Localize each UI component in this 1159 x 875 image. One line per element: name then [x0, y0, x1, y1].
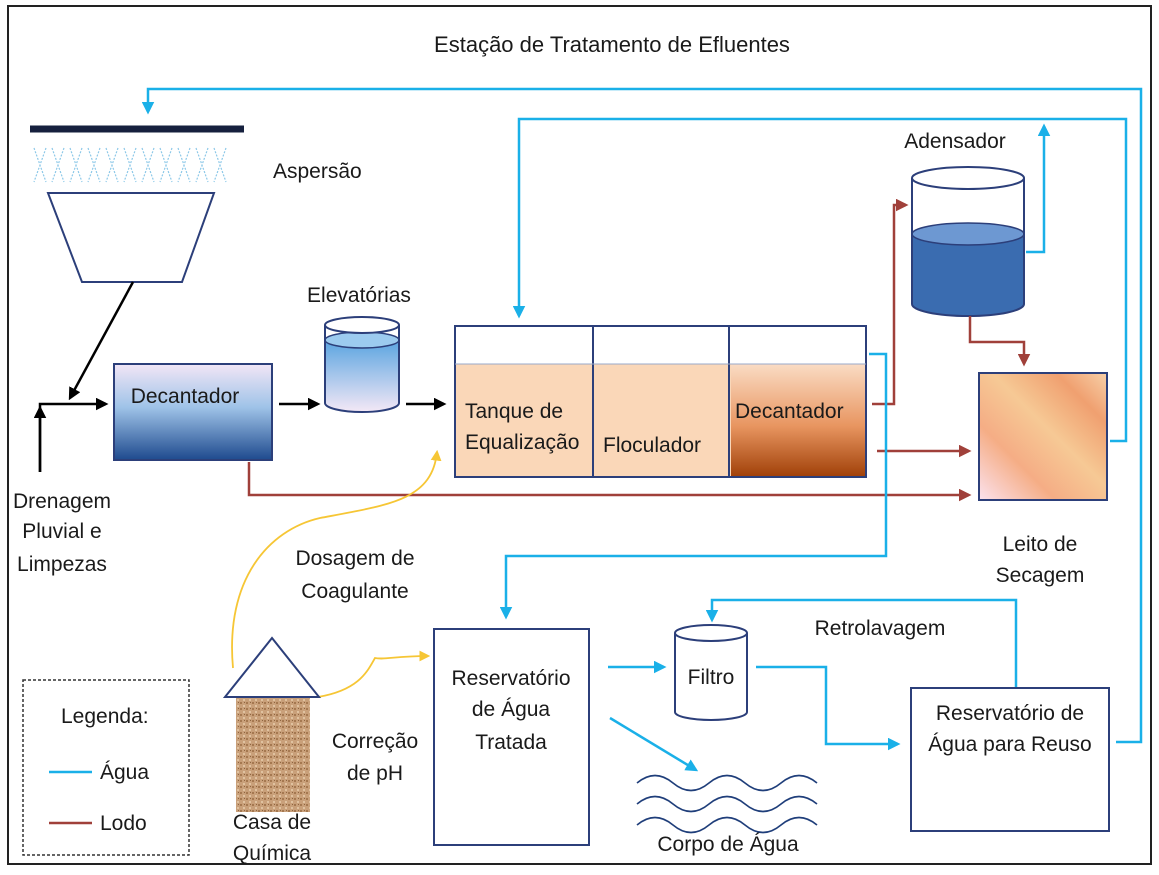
label-dosagem-1: Dosagem de	[295, 547, 414, 570]
drainage-inflow-arrow	[38, 397, 109, 472]
legend-water-label: Água	[100, 761, 149, 784]
label-reservatorio-tratada-2: de Água	[472, 698, 551, 721]
outer-frame	[7, 5, 1152, 865]
label-tanque-2: Equalização	[465, 431, 579, 454]
drying-bed	[978, 372, 1108, 501]
label-casa-2: Química	[233, 842, 312, 865]
label-decantador-2: Decantador	[735, 400, 844, 423]
decanter-1	[113, 363, 273, 461]
water-line-filter-to-reuse	[756, 665, 901, 751]
legend-title: Legenda:	[61, 705, 149, 728]
reuse-water-reservoir	[910, 687, 1110, 832]
coagulant-dosing-line	[231, 449, 442, 669]
ph-correction-line	[317, 650, 431, 698]
label-reservatorio-tratada-3: Tratada	[475, 731, 547, 754]
label-drenagem-1: Drenagem	[13, 490, 111, 513]
label-drenagem-3: Limpezas	[17, 553, 107, 576]
chemical-house	[222, 636, 322, 812]
sludge-line-decanter1-to-bed	[247, 462, 972, 502]
label-correcao-2: de pH	[347, 762, 403, 785]
legend: Legenda: Água Lodo	[22, 679, 190, 856]
water-line-bed-to-tank	[512, 117, 1128, 443]
label-elevatorias: Elevatórias	[307, 284, 411, 307]
label-casa-1: Casa de	[233, 811, 311, 834]
water-line-to-water-body	[609, 716, 699, 772]
label-dosagem-2: Coagulante	[301, 580, 408, 603]
thickener-cylinder	[911, 166, 1025, 317]
label-corpo-agua: Corpo de Água	[657, 833, 799, 856]
diagram-title: Estação de Tratamento de Efluentes	[434, 32, 790, 57]
label-tanque-1: Tanque de	[465, 400, 563, 423]
filter-cylinder	[674, 624, 748, 721]
label-filtro: Filtro	[688, 666, 735, 689]
label-reservatorio-reuso-1: Reservatório de	[936, 702, 1084, 725]
legend-sludge-label: Lodo	[100, 812, 147, 835]
label-reservatorio-tratada-1: Reservatório	[451, 667, 570, 690]
label-correcao-1: Correção	[332, 730, 418, 753]
treatment-unit-block	[454, 325, 867, 478]
spray-pattern	[33, 147, 227, 183]
water-body-waves	[636, 774, 818, 834]
hopper-to-decanter-arrow	[68, 281, 135, 401]
pump-station-cylinder	[324, 316, 400, 413]
label-leito-1: Leito de	[1003, 533, 1078, 556]
label-leito-2: Secagem	[996, 564, 1085, 587]
sludge-line-to-thickener	[872, 198, 909, 406]
label-retrolavagem: Retrolavagem	[815, 617, 946, 640]
sprinkler-bar	[30, 125, 244, 183]
label-aspersao: Aspersão	[273, 160, 362, 183]
label-adensador: Adensador	[904, 130, 1006, 153]
water-line-reuse-to-aspersion	[141, 87, 1143, 744]
label-reservatorio-reuso-2: Água para Reuso	[928, 733, 1091, 756]
water-line-thickener-return	[1026, 123, 1051, 254]
sludge-line-thickener-to-bed	[968, 316, 1031, 367]
treated-water-reservoir	[433, 628, 590, 846]
collection-hopper	[46, 192, 216, 283]
label-drenagem-2: Pluvial e	[22, 520, 101, 543]
label-decantador-1: Decantador	[131, 385, 240, 408]
backwash-line	[705, 598, 1018, 688]
label-floculador: Floculador	[603, 434, 701, 457]
water-line-decanter-to-reservoir	[499, 352, 888, 620]
